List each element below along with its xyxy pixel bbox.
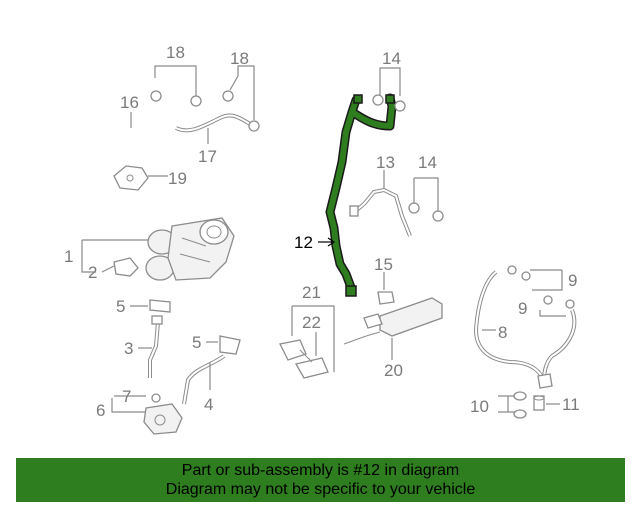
- parts-diagram: 18 18 16 17 19 1 2 5 3 4 5 7: [64, 43, 580, 435]
- callout-8: 8: [498, 323, 507, 342]
- oil-line-4: [182, 335, 241, 405]
- oil-line-3: [148, 315, 163, 378]
- callout-2: 2: [88, 263, 97, 282]
- callout-18b: 18: [230, 49, 249, 68]
- callout-14a: 14: [382, 49, 401, 68]
- callout-21: 21: [302, 283, 321, 302]
- callout-1: 1: [64, 247, 73, 266]
- heat-shield-20: [343, 297, 443, 345]
- coolant-pipe-13: [349, 187, 412, 237]
- callout-9b: 9: [518, 299, 527, 318]
- callout-13: 13: [376, 153, 395, 172]
- info-banner: Part or sub-assembly is #12 in diagram D…: [16, 458, 625, 502]
- valve-6: [143, 403, 183, 435]
- callout-4: 4: [204, 395, 213, 414]
- callout-6: 6: [96, 401, 105, 420]
- callout-9a: 9: [568, 271, 577, 290]
- callout-18a: 18: [166, 43, 185, 62]
- coolant-line-16: [94, 90, 202, 191]
- banner-line-2: Diagram may not be specific to your vehi…: [165, 481, 476, 498]
- callout-17: 17: [198, 147, 217, 166]
- banner-line-1: Part or sub-assembly is #12 in diagram: [181, 462, 460, 479]
- callout-15: 15: [374, 255, 393, 274]
- actuator-2: [113, 257, 139, 277]
- turbocharger-1: [145, 217, 235, 281]
- sensor-21: [279, 339, 329, 379]
- callout-5b: 5: [192, 333, 201, 352]
- callout-12: 12: [294, 233, 313, 252]
- callout-16: 16: [120, 93, 139, 112]
- callout-10: 10: [470, 397, 489, 416]
- callout-14b: 14: [418, 153, 437, 172]
- oil-feed-line-12-highlighted: [325, 93, 397, 297]
- callout-3: 3: [124, 339, 133, 358]
- callout-19: 19: [168, 169, 187, 188]
- callout-5a: 5: [116, 297, 125, 316]
- callout-20: 20: [384, 361, 403, 380]
- coolant-line-17: [175, 90, 260, 133]
- callout-11: 11: [562, 395, 580, 414]
- callout-22: 22: [302, 313, 321, 332]
- bracket-19: [113, 165, 149, 191]
- coolant-hose-8: [473, 265, 577, 389]
- callout-7: 7: [122, 387, 131, 406]
